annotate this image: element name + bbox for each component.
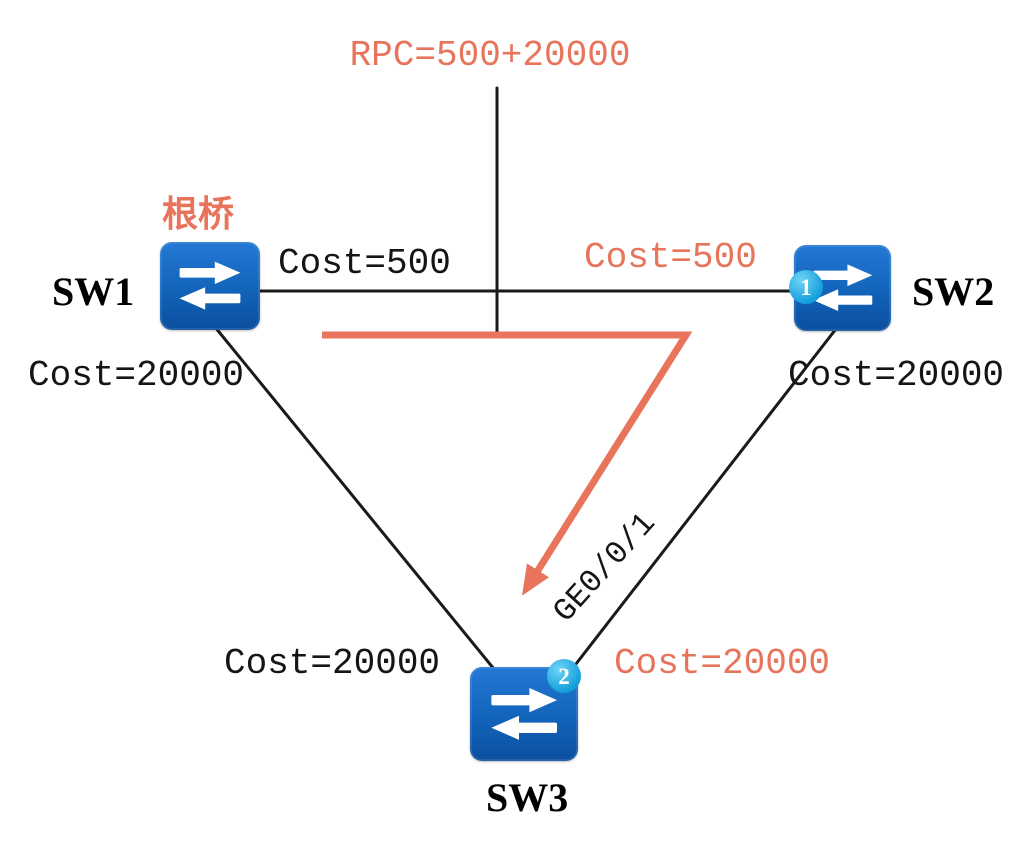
switch-arrows-icon: [491, 688, 557, 740]
cost-label-sw1-sw3-near-sw3: Cost=20000: [224, 643, 441, 684]
switch-arrows-icon: [179, 262, 241, 310]
root-bridge-label: 根桥: [162, 194, 235, 234]
cost-label-sw2-sw3-near-sw2: Cost=20000: [788, 355, 1005, 396]
node-label-sw1: SW1: [52, 269, 135, 314]
rpc-annotation: RPC=500+20000: [349, 35, 631, 76]
port-badge-1: 1: [789, 270, 823, 304]
cost-label-sw1-sw2-near-sw2: Cost=500: [584, 237, 757, 278]
link-sw2-sw3: [546, 314, 848, 702]
node-label-sw3: SW3: [486, 775, 569, 820]
link-sw1-sw3: [204, 314, 518, 698]
cost-label-sw1-sw2-near-sw1: Cost=500: [278, 243, 451, 284]
rpc-path-arrow: [322, 331, 693, 596]
port-badge-2: 2: [547, 659, 581, 693]
cost-label-sw1-sw3-near-sw1: Cost=20000: [28, 355, 245, 396]
switch-arrows-icon: [813, 264, 872, 312]
switch-node-sw1: [160, 242, 260, 330]
node-label-sw2: SW2: [912, 269, 995, 314]
cost-label-sw2-sw3-near-sw3: Cost=20000: [614, 643, 831, 684]
